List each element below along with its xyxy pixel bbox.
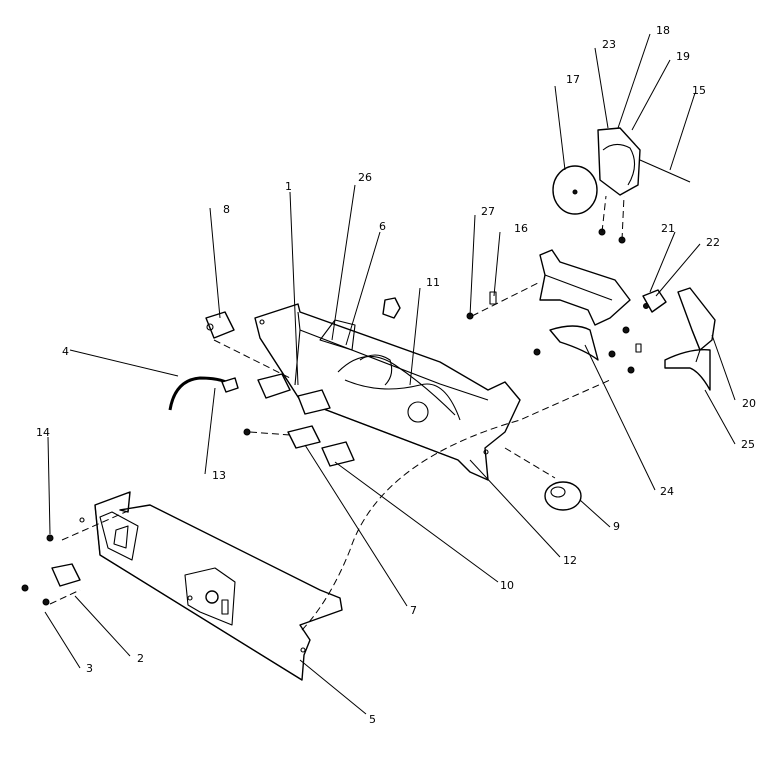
callout-10: 10	[500, 579, 514, 592]
wheel-assembly	[552, 127, 691, 215]
mechanism-bracket	[539, 249, 716, 391]
callout-24: 24	[660, 485, 674, 498]
callout-11: 11	[426, 276, 440, 289]
callout-8: 8	[223, 203, 230, 216]
callout-16: 16	[514, 222, 528, 235]
callout-7: 7	[410, 604, 417, 617]
callout-22: 22	[706, 236, 720, 249]
callout-15: 15	[692, 84, 706, 97]
front-cover-panel	[79, 491, 343, 681]
callout-5: 5	[369, 713, 376, 726]
callout-13: 13	[212, 469, 226, 482]
callout-20: 20	[742, 397, 756, 410]
callout-4: 4	[62, 345, 69, 358]
assembly-guide-lines	[49, 195, 625, 631]
callout-17: 17	[566, 73, 580, 86]
callout-9: 9	[613, 520, 620, 533]
callout-6: 6	[379, 220, 386, 233]
callout-23: 23	[602, 38, 616, 51]
callout-1: 1	[285, 180, 292, 193]
callout-2: 2	[137, 652, 144, 665]
leader-lines	[44, 33, 736, 715]
callout-27: 27	[481, 205, 495, 218]
motor	[642, 289, 667, 313]
callout-26: 26	[358, 171, 372, 184]
callout-12: 12	[563, 554, 577, 567]
small-parts	[21, 228, 642, 606]
callout-14: 14	[36, 426, 50, 439]
callout-labels: 1 2 3 4 5 6 7 8 9 10 11 12 13 14 15 16 1…	[36, 24, 756, 726]
callout-19: 19	[676, 50, 690, 63]
callout-18: 18	[656, 24, 670, 37]
callout-25: 25	[741, 438, 755, 451]
control-housing	[254, 303, 521, 481]
callout-21: 21	[661, 222, 675, 235]
callout-3: 3	[86, 662, 93, 675]
